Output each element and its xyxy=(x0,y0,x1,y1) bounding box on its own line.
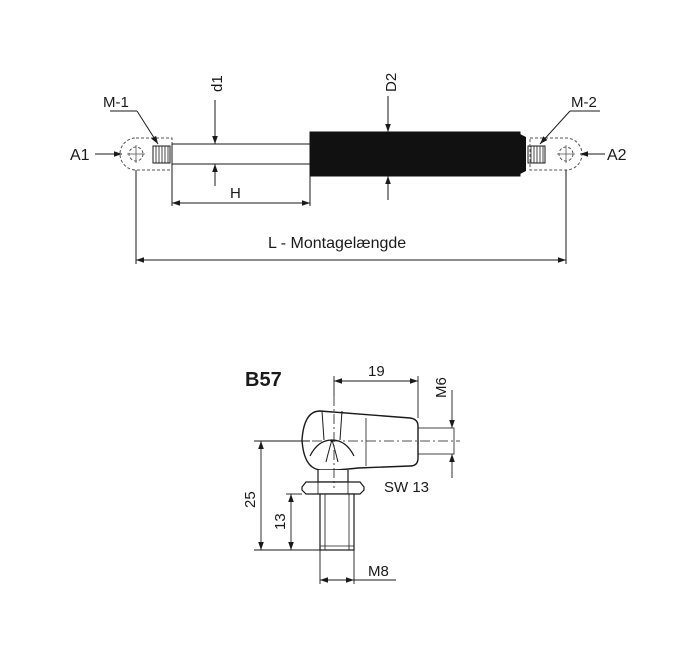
label-l: L - Montagelængde xyxy=(268,235,406,252)
gas-spring-drawing: M-1 M-2 A1 A2 d1 D2 H L - Montagelængde xyxy=(70,73,627,264)
label-dim-13: 13 xyxy=(272,513,289,530)
left-thread xyxy=(152,145,171,164)
fitting-title: B57 xyxy=(245,369,282,391)
m6-stub xyxy=(417,427,455,455)
label-dim-19: 19 xyxy=(368,363,385,380)
label-m1: M-1 xyxy=(103,94,129,111)
label-d2: D2 xyxy=(383,73,400,92)
label-d1: d1 xyxy=(209,75,226,92)
label-m2: M-2 xyxy=(571,94,597,111)
label-sw13: SW 13 xyxy=(384,479,429,496)
label-a1: A1 xyxy=(70,147,90,164)
m1-leader-diag xyxy=(136,110,159,145)
label-m8: M8 xyxy=(368,563,389,580)
fitting-head xyxy=(301,410,419,483)
label-a2: A2 xyxy=(607,147,627,164)
label-m6: M6 xyxy=(433,377,450,398)
m2-leader-diag xyxy=(539,110,571,145)
hex-nut xyxy=(301,481,365,495)
threaded-stud xyxy=(319,493,355,551)
right-thread xyxy=(527,145,546,164)
label-h: H xyxy=(230,185,241,202)
label-dim-25: 25 xyxy=(242,491,259,508)
b57-fitting-drawing: B57 xyxy=(242,363,460,584)
piston-rod xyxy=(171,143,311,165)
left-eye-end xyxy=(119,137,173,171)
cylinder-body xyxy=(309,131,526,177)
